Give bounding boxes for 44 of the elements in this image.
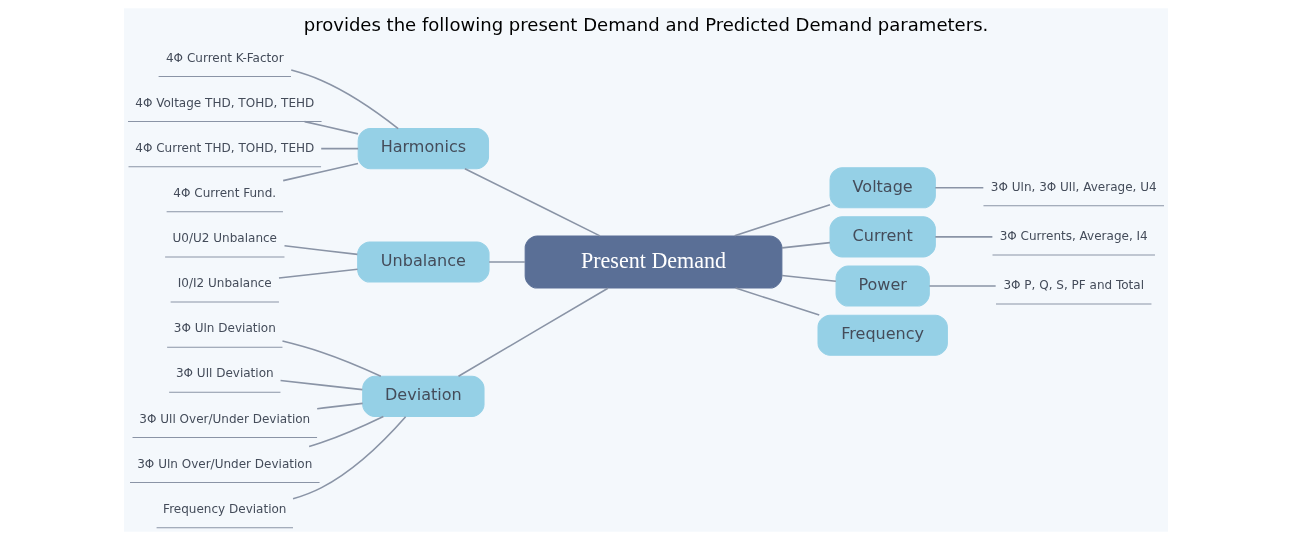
node-text: Frequency Deviation	[162, 501, 286, 516]
node-text: 3Φ P, Q, S, PF and Total	[1002, 278, 1144, 293]
node-text: 3Φ Uln, 3Φ Ull, Average, U4	[990, 179, 1157, 194]
connector	[291, 415, 406, 500]
diagram-title: provides the following present Demand and Predicted Demand parameters.	[303, 13, 988, 35]
connector	[780, 241, 831, 249]
node-box: Frequency	[817, 314, 948, 356]
connector	[277, 268, 358, 279]
node-box: Power	[835, 265, 930, 307]
node-box: Harmonics	[357, 128, 489, 170]
connector	[315, 402, 363, 410]
node-text: 4Φ Voltage THD, TOHD, TEHD	[134, 95, 314, 110]
node-box: Deviation	[361, 375, 485, 417]
connector	[281, 162, 359, 182]
connector	[289, 69, 399, 130]
connector	[934, 236, 993, 238]
node-text: 3Φ Currents, Average, I4	[999, 229, 1148, 244]
node-box: Unbalance	[356, 241, 490, 283]
node-text: 3Φ Uln Over/Under Deviation	[136, 456, 312, 471]
connector	[457, 287, 609, 378]
connector	[279, 379, 363, 391]
node-text: 4Φ Current Fund.	[172, 185, 276, 200]
connector	[734, 287, 820, 316]
node-text: 4Φ Current THD, TOHD, TEHD	[134, 140, 314, 155]
connector	[303, 120, 359, 135]
connector	[733, 203, 831, 237]
connector	[307, 415, 384, 448]
connector	[780, 274, 837, 282]
node-text: 3Φ Uln Deviation	[173, 321, 276, 336]
node-text: U0/U2 Unbalance	[172, 231, 277, 246]
node-text: 4Φ Current K-Factor	[165, 50, 284, 65]
connector	[934, 186, 984, 189]
connector	[487, 261, 526, 263]
node-box: Current	[829, 216, 936, 258]
connector	[928, 285, 996, 287]
node-text: I0/I2 Unbalance	[177, 276, 272, 291]
node-text: 3Φ Ull Over/Under Deviation	[138, 411, 310, 426]
connector	[463, 168, 601, 237]
node-box: Voltage	[829, 167, 936, 209]
connector	[319, 147, 359, 150]
connector	[281, 340, 382, 378]
connector	[283, 245, 358, 256]
node-box: Present Demand	[524, 235, 782, 289]
node-text: 3Φ Ull Deviation	[175, 366, 274, 381]
